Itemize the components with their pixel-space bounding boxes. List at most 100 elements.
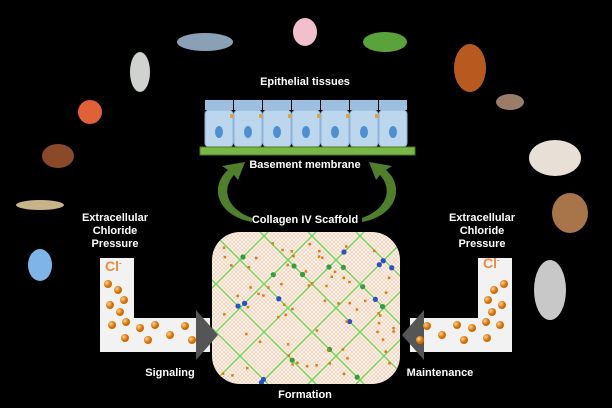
collagen-node [380, 258, 386, 264]
collagen-node [341, 249, 347, 255]
chloride-ion [416, 336, 424, 344]
cl-text: Cl [105, 258, 119, 274]
chloride-ion [498, 301, 506, 309]
chloride-ion [136, 324, 144, 332]
collagen-fiber [212, 232, 221, 384]
chloride-particle [290, 250, 294, 253]
chloride-particle [325, 284, 328, 288]
collagen-node [389, 265, 395, 271]
collagen-node [270, 272, 276, 278]
chloride-particle [277, 315, 280, 319]
pressure-label-left: Extracellular Chloride Pressure [80, 212, 150, 251]
pressure-line: Pressure [458, 238, 506, 250]
chloride-ion [122, 318, 130, 326]
chloride-ion [482, 318, 490, 326]
chloride-particle [318, 249, 321, 253]
chloride-particle [245, 332, 248, 336]
chloride-particle [281, 248, 284, 252]
chloride-ion [483, 334, 491, 342]
collagen-fiber [355, 232, 400, 384]
chloride-particle [292, 254, 295, 258]
cl-text: Cl [483, 255, 497, 271]
chloride-ion [108, 321, 116, 329]
chloride-particle [223, 313, 226, 316]
chloride-tube-right [410, 258, 512, 352]
collagen-node [379, 303, 386, 310]
collagen-fiber [259, 232, 400, 384]
chloride-ion [121, 334, 129, 342]
chloride-particle [377, 321, 381, 325]
pressure-label-right: Extracellular Chloride Pressure [444, 212, 520, 251]
chloride-ion [500, 280, 508, 288]
chloride-particle [280, 282, 283, 286]
chloride-ion [116, 308, 124, 316]
arrowhead-right [402, 310, 424, 360]
chloride-particle [317, 255, 321, 258]
chloride-particle [376, 330, 379, 334]
chloride-particle [346, 357, 349, 360]
collagen-node [276, 296, 282, 302]
chloride-particle [271, 242, 275, 245]
chloride-particle [315, 329, 319, 332]
chloride-particle [286, 263, 289, 267]
cow-image [529, 140, 581, 176]
collagen-node [326, 264, 332, 270]
chloride-particle [384, 350, 387, 353]
chloride-ion [151, 321, 159, 329]
collagen-fiber [212, 232, 269, 384]
chloride-particle [284, 313, 287, 317]
collagen-node [240, 254, 246, 260]
human-statue-image [534, 260, 566, 320]
collagen-node [289, 357, 295, 363]
chloride-ion [484, 296, 492, 304]
chloride-particle [387, 276, 391, 280]
chloride-particle [342, 372, 346, 376]
chloride-particle [345, 320, 348, 323]
chloride-ion [104, 280, 112, 288]
chloride-particle [282, 303, 286, 306]
chloride-symbol-left: Cl- [105, 258, 122, 274]
collagen-lattice [212, 232, 400, 384]
collagen-node [354, 374, 360, 380]
microvilli [263, 100, 291, 110]
chloride-particle [247, 266, 251, 269]
pressure-line: Chloride [92, 225, 138, 237]
chloride-ion [166, 331, 174, 339]
collagen-node [372, 296, 378, 302]
chloride-particle [373, 249, 376, 253]
microvilli [234, 100, 262, 110]
chloride-particle [221, 372, 225, 375]
chloride-particle [377, 311, 380, 315]
iguana-image [363, 32, 407, 52]
starfish-image [78, 100, 102, 124]
chloride-particle [379, 314, 382, 317]
chloride-particle [307, 284, 311, 287]
collagen-fiber [212, 232, 317, 384]
chloride-particle [249, 286, 252, 289]
chloride-ion [496, 321, 504, 329]
nucleus [302, 126, 310, 138]
nucleus [389, 126, 397, 138]
chloride-particle [257, 292, 260, 296]
collagen-node [258, 379, 265, 384]
chloride-particle [330, 275, 333, 279]
chloride-particle [287, 354, 291, 357]
collagen-fiber [355, 232, 400, 384]
jellyfish-image [28, 249, 52, 281]
chloride-symbol-right: Cl- [483, 255, 500, 271]
charge: - [497, 255, 500, 265]
curved-arrow-right [362, 162, 397, 222]
rooster-image [454, 44, 486, 92]
chloride-particle [342, 276, 346, 280]
maintenance-label: Maintenance [406, 367, 474, 379]
chloride-particle [291, 307, 294, 311]
chloride-particle [291, 363, 294, 366]
chloride-particle [236, 294, 239, 298]
flatworm-image [16, 200, 64, 210]
pressure-line: Extracellular [448, 212, 516, 224]
chloride-ion [468, 324, 476, 332]
collagen-node [235, 303, 241, 309]
chloride-particle [286, 343, 290, 346]
